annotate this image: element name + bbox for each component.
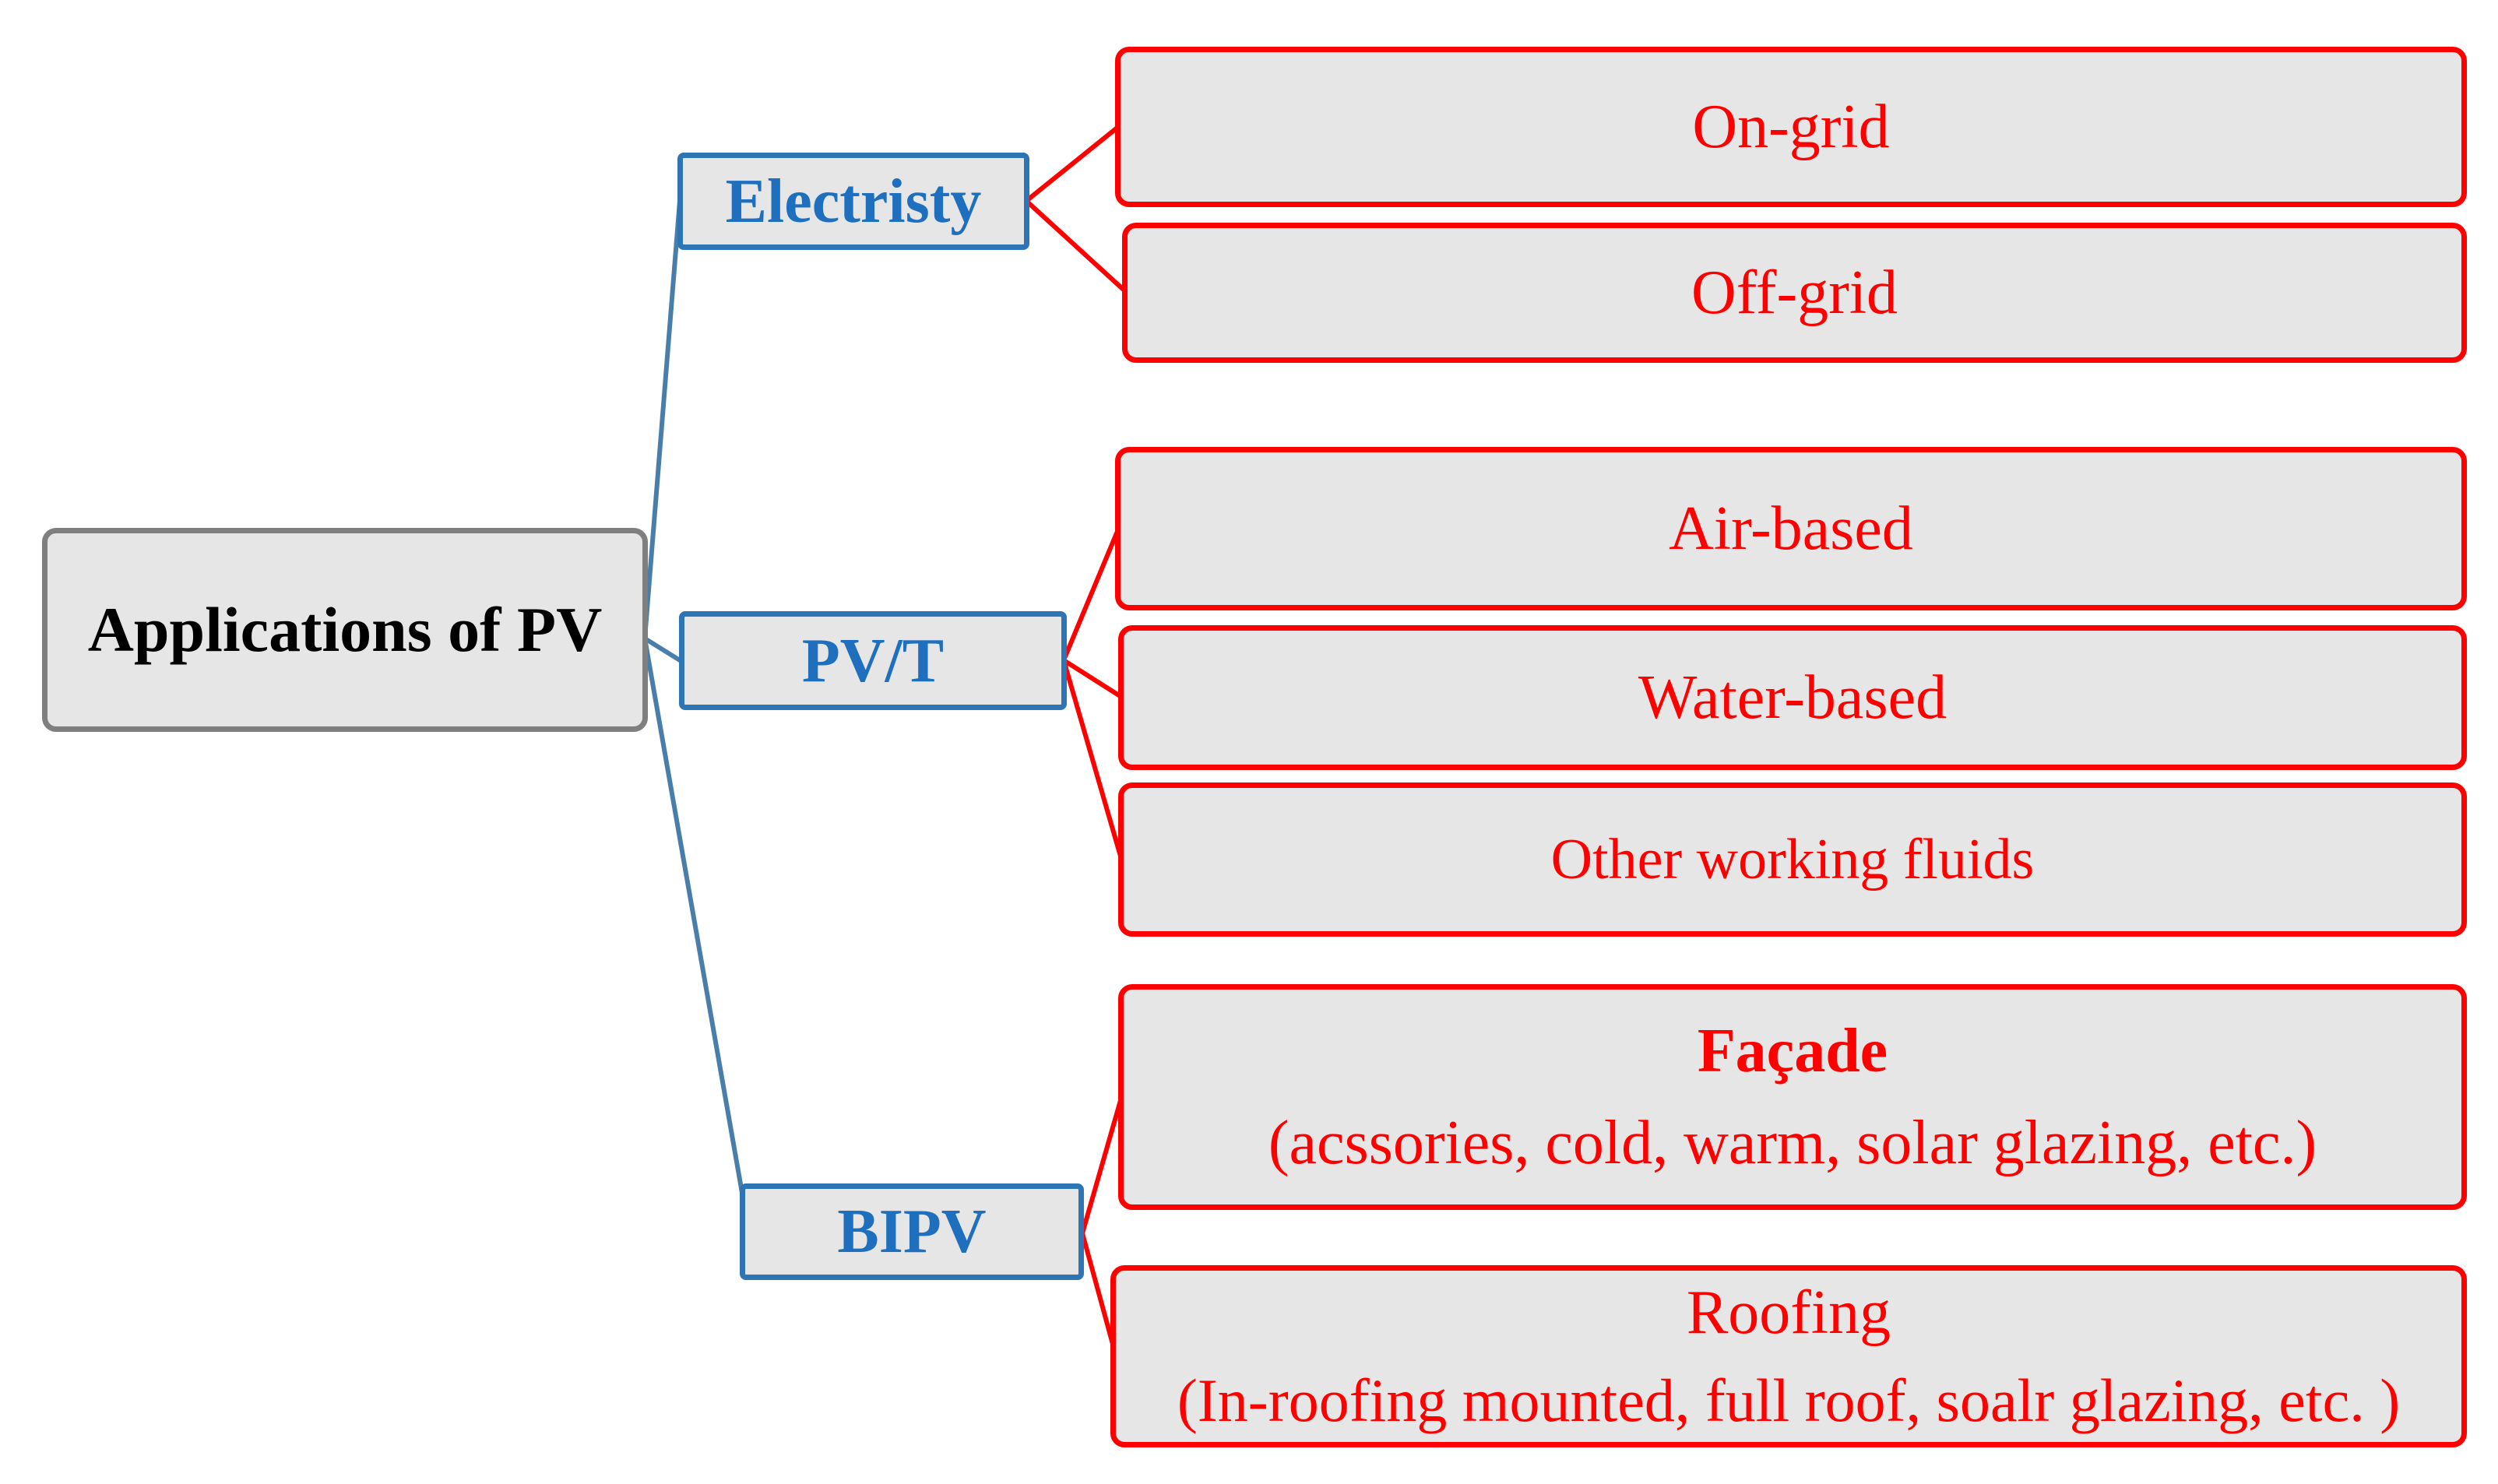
connector-root-electristy [642, 199, 682, 641]
connector-bipv-roofing [1080, 1231, 1116, 1349]
category-pvt-label: PV/T [801, 626, 945, 695]
leaf-off-grid-label: Off-grid [1691, 258, 1898, 327]
category-electristy-label: Electristy [725, 167, 982, 236]
leaf-other-fluids-label: Other working fluids [1550, 827, 2035, 891]
connector-electristy-ongrid [1024, 125, 1121, 203]
leaf-on-grid-label: On-grid [1692, 93, 1890, 161]
root-node: Applications of PV [42, 528, 648, 732]
connector-electristy-offgrid [1024, 199, 1128, 294]
leaf-roofing: Roofing (In-roofing mounted, full roof, … [1110, 1265, 2467, 1447]
connector-pvt-air [1061, 527, 1121, 663]
leaf-off-grid: Off-grid [1122, 223, 2467, 363]
leaf-water-based-label: Water-based [1638, 663, 1947, 732]
leaf-roofing-detail: (In-roofing mounted, full roof, soalr gl… [1177, 1366, 2401, 1435]
leaf-water-based: Water-based [1118, 625, 2467, 770]
leaf-other-fluids: Other working fluids [1118, 782, 2467, 937]
leaf-on-grid: On-grid [1115, 47, 2467, 207]
leaf-facade-title: Façade [1697, 1017, 1888, 1085]
connector-bipv-facade [1080, 1095, 1124, 1236]
category-pvt: PV/T [679, 611, 1067, 710]
leaf-air-based-label: Air-based [1669, 494, 1913, 563]
category-bipv: BIPV [740, 1183, 1084, 1280]
category-bipv-label: BIPV [837, 1197, 987, 1266]
leaf-facade: Façade (acssories, cold, warm, solar gla… [1118, 984, 2467, 1210]
leaf-roofing-title: Roofing [1686, 1278, 1891, 1348]
connector-root-bipv [642, 636, 744, 1195]
leaf-facade-detail: (acssories, cold, warm, solar glazing, e… [1268, 1109, 2317, 1177]
leaf-air-based: Air-based [1115, 447, 2467, 610]
connector-root-pvt [642, 636, 682, 663]
connector-pvt-water [1061, 658, 1124, 699]
category-electristy: Electristy [677, 153, 1029, 250]
connector-pvt-other [1061, 658, 1124, 861]
root-label: Applications of PV [87, 593, 603, 665]
